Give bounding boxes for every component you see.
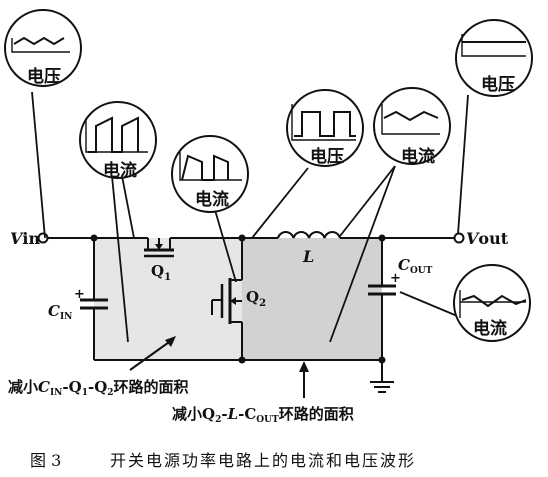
bubble-vin-voltage <box>4 9 82 87</box>
vin-label: Vin <box>10 229 41 248</box>
bubble-q2-current <box>171 135 249 213</box>
cout-capacitor <box>368 284 396 296</box>
q1-label: Q1 <box>151 262 171 283</box>
cin-label: CIN <box>48 302 72 322</box>
q1-arrow <box>155 244 163 250</box>
inductor-label: L <box>302 247 314 266</box>
q1-current-label: 电流 <box>103 160 137 181</box>
loop1-annotation: 减小CIN-Q1-Q2环路的面积 <box>8 378 189 398</box>
figure-number: 图 3 <box>30 451 61 470</box>
sw-voltage-label: 电压 <box>310 146 344 167</box>
bubble-vout-voltage <box>455 19 533 97</box>
cin-capacitor <box>80 298 108 310</box>
pointer-lines <box>31 91 469 343</box>
figure-caption: 开关电源功率电路上的电流和电压波形 <box>110 451 416 470</box>
vout-voltage-label: 电压 <box>481 74 515 95</box>
vout-label: Vout <box>466 229 509 248</box>
cout-plus-sign: + <box>390 271 401 286</box>
loop2-annotation: 减小Q2-L-COUT环路的面积 <box>172 405 354 425</box>
inductor-coil <box>277 231 341 239</box>
loop2-shaded-area <box>242 238 382 360</box>
annotation-arrows <box>129 336 309 398</box>
cout-label: COUT <box>398 256 433 276</box>
bubble-l-current <box>373 87 451 165</box>
vin-voltage-label: 电压 <box>27 66 61 87</box>
bubble-q1-current <box>79 101 157 179</box>
bubble-cout-current <box>453 264 531 342</box>
ground-symbol <box>370 381 394 393</box>
l-current-label: 电流 <box>401 146 435 167</box>
bubble-sw-voltage <box>286 89 364 167</box>
vout-terminal <box>453 232 465 244</box>
cin-plus-sign: + <box>74 287 85 302</box>
cout-current-label: 电流 <box>473 318 507 339</box>
q2-arrow <box>230 297 236 305</box>
junctions <box>90 234 386 364</box>
q2-label: Q2 <box>246 288 266 309</box>
q2-current-label: 电流 <box>195 189 229 210</box>
